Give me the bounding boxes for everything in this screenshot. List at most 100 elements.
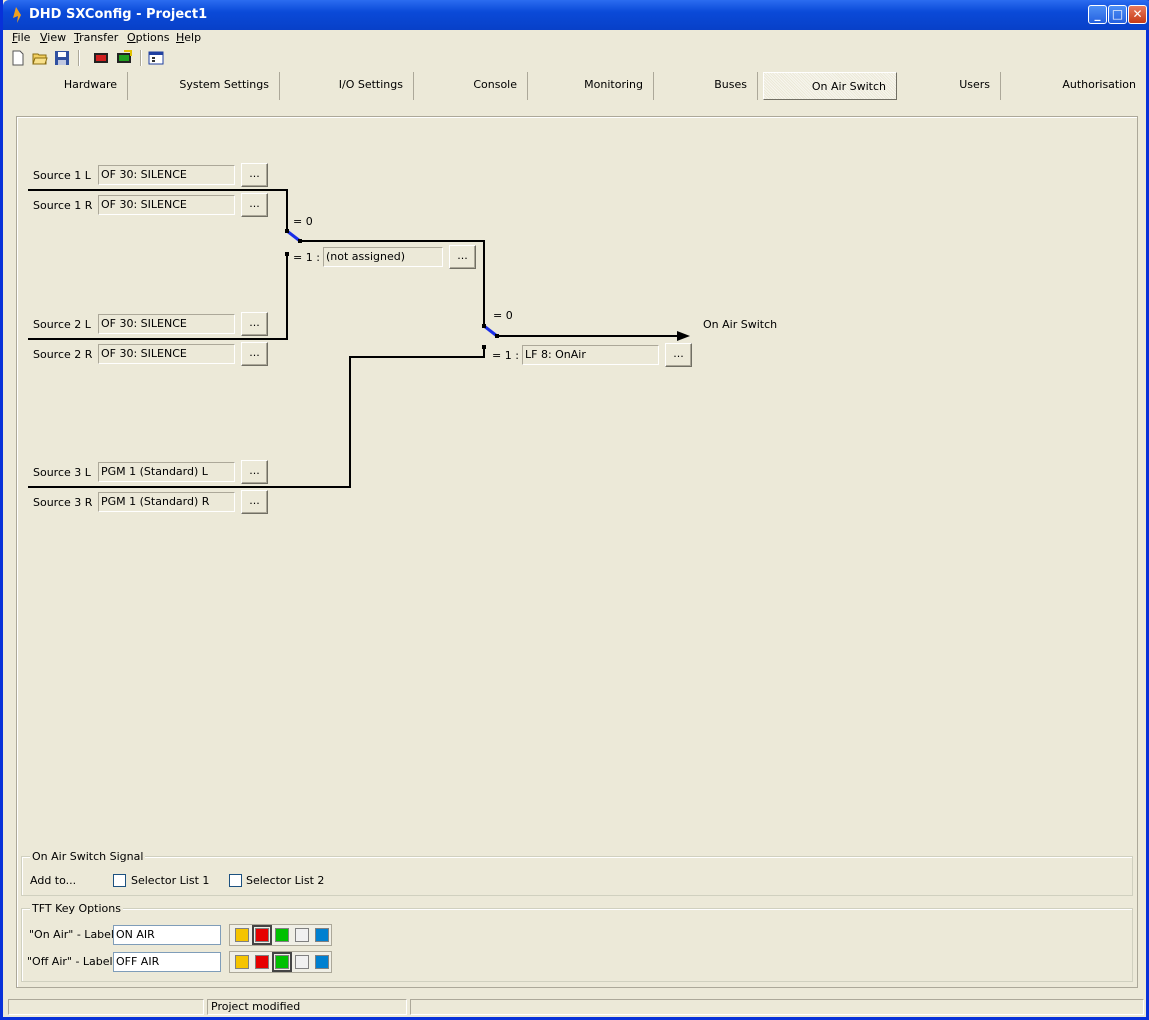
menu-view[interactable]: View	[40, 31, 67, 44]
off-air-color-swatch-1[interactable]	[235, 955, 249, 969]
tft-key-options-title: TFT Key Options	[30, 902, 123, 915]
open-folder-icon[interactable]	[32, 50, 48, 66]
tab-monitoring[interactable]: Monitoring	[528, 72, 654, 100]
minimize-icon: _	[1094, 7, 1101, 21]
on-air-color-swatch-4[interactable]	[295, 928, 309, 942]
switch1-lever	[286, 229, 301, 243]
on-air-color-picker	[229, 924, 332, 946]
on-air-color-swatch-2[interactable]	[252, 925, 272, 945]
tab-users[interactable]: Users	[897, 72, 1001, 100]
app-flame-icon	[13, 7, 21, 23]
settings-window-icon[interactable]	[148, 50, 164, 66]
switch1-one-label: = 1 :	[293, 251, 320, 264]
tab-console[interactable]: Console	[414, 72, 528, 100]
source-2l-field: OF 30: SILENCE	[98, 314, 235, 334]
new-file-icon[interactable]	[10, 50, 26, 66]
source-3r-field: PGM 1 (Standard) R	[98, 492, 235, 512]
tab-buses[interactable]: Buses	[654, 72, 758, 100]
off-air-label-input[interactable]: OFF AIR	[113, 952, 221, 972]
off-air-color-swatch-4[interactable]	[295, 955, 309, 969]
menu-transfer[interactable]: Transfer	[74, 31, 119, 44]
switch2-control-field: LF 8: OnAir	[522, 345, 659, 365]
switch2-zero-label: = 0	[493, 309, 513, 322]
source-3r-label: Source 3 R	[33, 496, 93, 509]
menu-bar: File View Transfer Options Help	[6, 30, 1146, 47]
on-air-label-input[interactable]: ON AIR	[113, 925, 221, 945]
off-air-color-swatch-2[interactable]	[255, 955, 269, 969]
source-3r-browse-button[interactable]: ...	[241, 490, 268, 514]
source-2l-label: Source 2 L	[33, 318, 91, 331]
switch1-browse-button[interactable]: ...	[449, 245, 476, 269]
tft-key-options-group: TFT Key Options	[21, 902, 1133, 982]
selector-list-1-label[interactable]: Selector List 1	[131, 874, 210, 887]
switch2-one-label: = 1 :	[492, 349, 519, 362]
off-air-color-swatch-3[interactable]	[272, 952, 292, 972]
source2-wire	[28, 255, 288, 340]
source-1r-browse-button[interactable]: ...	[241, 193, 268, 217]
status-message: Project modified	[207, 999, 407, 1015]
switch1-output-wire	[300, 240, 485, 325]
menu-file[interactable]: File	[12, 31, 31, 44]
source-1l-browse-button[interactable]: ...	[241, 163, 268, 187]
on-air-color-swatch-5[interactable]	[315, 928, 329, 942]
tab-system-settings[interactable]: System Settings	[128, 72, 280, 100]
source3-wire	[28, 348, 485, 488]
tab-on-air-switch[interactable]: On Air Switch	[763, 72, 897, 100]
source-2r-browse-button[interactable]: ...	[241, 342, 268, 366]
output-arrow-icon	[677, 331, 690, 341]
switch1-pivot	[298, 239, 302, 243]
switch1-zero-label: = 0	[293, 215, 313, 228]
save-disk-icon[interactable]	[54, 50, 70, 66]
window-title: DHD SXConfig - Project1	[29, 7, 208, 22]
on-air-color-swatch-1[interactable]	[235, 928, 249, 942]
source-3l-browse-button[interactable]: ...	[241, 460, 268, 484]
toolbar	[6, 47, 1146, 69]
close-button[interactable]: ✕	[1128, 5, 1147, 24]
source-1r-label: Source 1 R	[33, 199, 93, 212]
status-pane-3	[410, 999, 1144, 1015]
device-red-icon[interactable]	[93, 50, 109, 66]
source-3l-label: Source 3 L	[33, 466, 91, 479]
source-2r-label: Source 2 R	[33, 348, 93, 361]
source-2l-browse-button[interactable]: ...	[241, 312, 268, 336]
off-air-label-caption: "Off Air" - Label:	[27, 955, 117, 968]
tab-io-settings[interactable]: I/O Settings	[280, 72, 414, 100]
toolbar-separator	[78, 50, 80, 66]
menu-help[interactable]: Help	[176, 31, 202, 44]
toolbar-separator	[140, 50, 142, 66]
source-3l-field: PGM 1 (Standard) L	[98, 462, 235, 482]
maximize-button[interactable]: □	[1108, 5, 1127, 24]
minimize-button[interactable]: _	[1088, 5, 1107, 24]
tab-hardware[interactable]: Hardware	[6, 72, 128, 100]
signal-routing-diagram	[28, 189, 690, 488]
source-1r-field: OF 30: SILENCE	[98, 195, 235, 215]
status-bar: Project modified	[6, 997, 1146, 1017]
selector-list-1-checkbox[interactable]	[113, 874, 126, 887]
close-icon: ✕	[1132, 7, 1143, 21]
switch2-contact-0	[482, 324, 486, 328]
selector-list-2-checkbox[interactable]	[229, 874, 242, 887]
source-2r-field: OF 30: SILENCE	[98, 344, 235, 364]
on-air-label-caption: "On Air" - Label:	[29, 928, 118, 941]
switch2-browse-button[interactable]: ...	[665, 343, 692, 367]
switch1-control-field: (not assigned)	[323, 247, 443, 267]
menu-options[interactable]: Options	[127, 31, 170, 44]
source-1l-field: OF 30: SILENCE	[98, 165, 235, 185]
content-panel	[16, 116, 1138, 988]
switch2-pivot	[495, 334, 499, 338]
off-air-color-swatch-5[interactable]	[315, 955, 329, 969]
on-air-color-swatch-3[interactable]	[275, 928, 289, 942]
status-pane-1	[8, 999, 204, 1015]
switch2-lever	[483, 324, 498, 338]
selector-list-2-label[interactable]: Selector List 2	[246, 874, 325, 887]
on-air-signal-group-title: On Air Switch Signal	[30, 850, 146, 863]
switch2-contact-1	[482, 345, 486, 349]
add-to-label: Add to...	[30, 874, 77, 887]
source1-wire	[28, 189, 288, 230]
device-green-icon[interactable]	[116, 50, 132, 66]
output-label: On Air Switch	[703, 318, 778, 331]
title-bar[interactable]: DHD SXConfig - Project1 _ □ ✕	[3, 0, 1149, 30]
tab-authorisation[interactable]: Authorisation	[1062, 78, 1136, 91]
switch1-contact-0	[285, 229, 289, 233]
